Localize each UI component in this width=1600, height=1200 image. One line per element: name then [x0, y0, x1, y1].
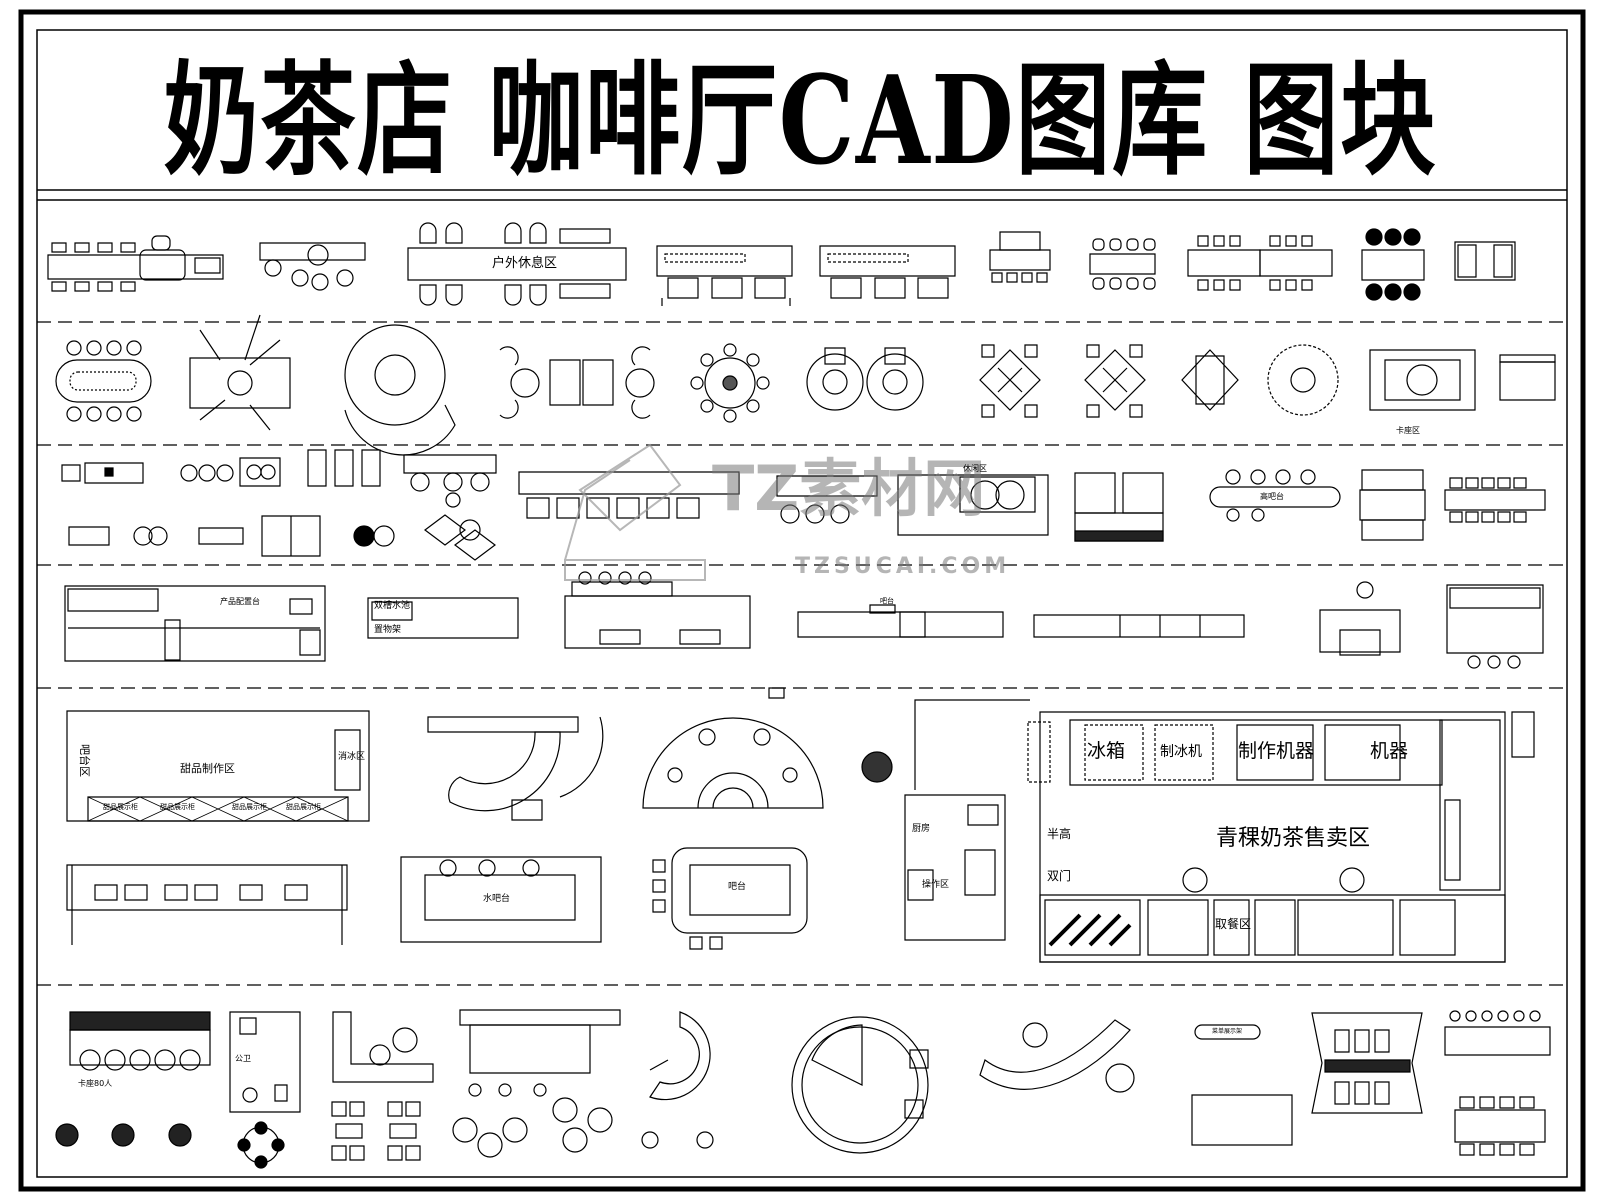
- label-ice-area: 消冰区: [338, 752, 366, 762]
- inner-frame: [37, 30, 1567, 1177]
- outdoor-table: [408, 248, 626, 280]
- label-dessert-area: 甜品制作区: [180, 762, 235, 775]
- label-ice-machine: 制冰机: [1160, 744, 1202, 760]
- label-machine: 机器: [1370, 740, 1409, 762]
- label-dessert-display-3: 甜品展示柜: [232, 803, 267, 811]
- row1-blocks: [48, 223, 1515, 306]
- label-fridge: 冰箱: [1087, 740, 1126, 762]
- row5-blocks: [67, 688, 1534, 962]
- label-rest-area: 休闲区: [963, 464, 987, 473]
- watermark-logo: [565, 445, 705, 580]
- label-pickup: 取餐区: [1215, 917, 1252, 931]
- label-dessert-display-4: 甜品展示柜: [286, 803, 321, 811]
- label-product-area: 产品配置台: [220, 597, 260, 606]
- label-booth-80: 卡座80人: [78, 1079, 113, 1088]
- label-menu-board: 菜单展示架: [1212, 1028, 1243, 1035]
- label-bar-small: 吧台: [880, 597, 894, 605]
- label-double-door: 双门: [1047, 869, 1072, 883]
- chair-set: [52, 243, 135, 291]
- row4-blocks: [65, 572, 1543, 668]
- outer-frame: [21, 12, 1583, 1189]
- label-kitchen: 厨房: [912, 824, 931, 834]
- label-making-machine: 制作机器: [1238, 740, 1315, 762]
- row-separators: [37, 322, 1567, 985]
- label-half-height: 半高: [1047, 827, 1072, 841]
- label-bar-counter: 吧台: [728, 882, 747, 892]
- label-booth-area: 卡座区: [1396, 426, 1420, 435]
- diamond-table: [980, 345, 1040, 417]
- label-work-area: 操作区: [922, 880, 950, 890]
- row3-blocks: [62, 450, 1545, 560]
- label-shelf: 置物架: [374, 625, 402, 635]
- diamond-table: [1085, 345, 1145, 417]
- label-side-area: 吧台区: [78, 744, 91, 777]
- label-sink: 双槽水池: [374, 601, 411, 611]
- watermark-brand: TZ素材网: [712, 452, 986, 525]
- label-high-counter: 高吧台: [1260, 492, 1284, 501]
- watermark-url: TZSUCAI.COM: [795, 554, 1011, 579]
- label-outdoor-area: 户外休息区: [492, 256, 558, 271]
- label-dessert-display-1: 甜品展示柜: [103, 803, 138, 811]
- label-sales-area: 青稞奶茶售卖区: [1216, 826, 1371, 851]
- label-water-bar: 水吧台: [483, 894, 511, 904]
- label-public: 公卫: [235, 1054, 251, 1063]
- row7-blocks: [56, 1010, 1550, 1168]
- label-dessert-display-2: 甜品展示柜: [160, 803, 195, 811]
- row2-blocks: [56, 315, 1555, 455]
- page-title: 奶茶店 咖啡厅CAD图库 图块: [163, 47, 1437, 192]
